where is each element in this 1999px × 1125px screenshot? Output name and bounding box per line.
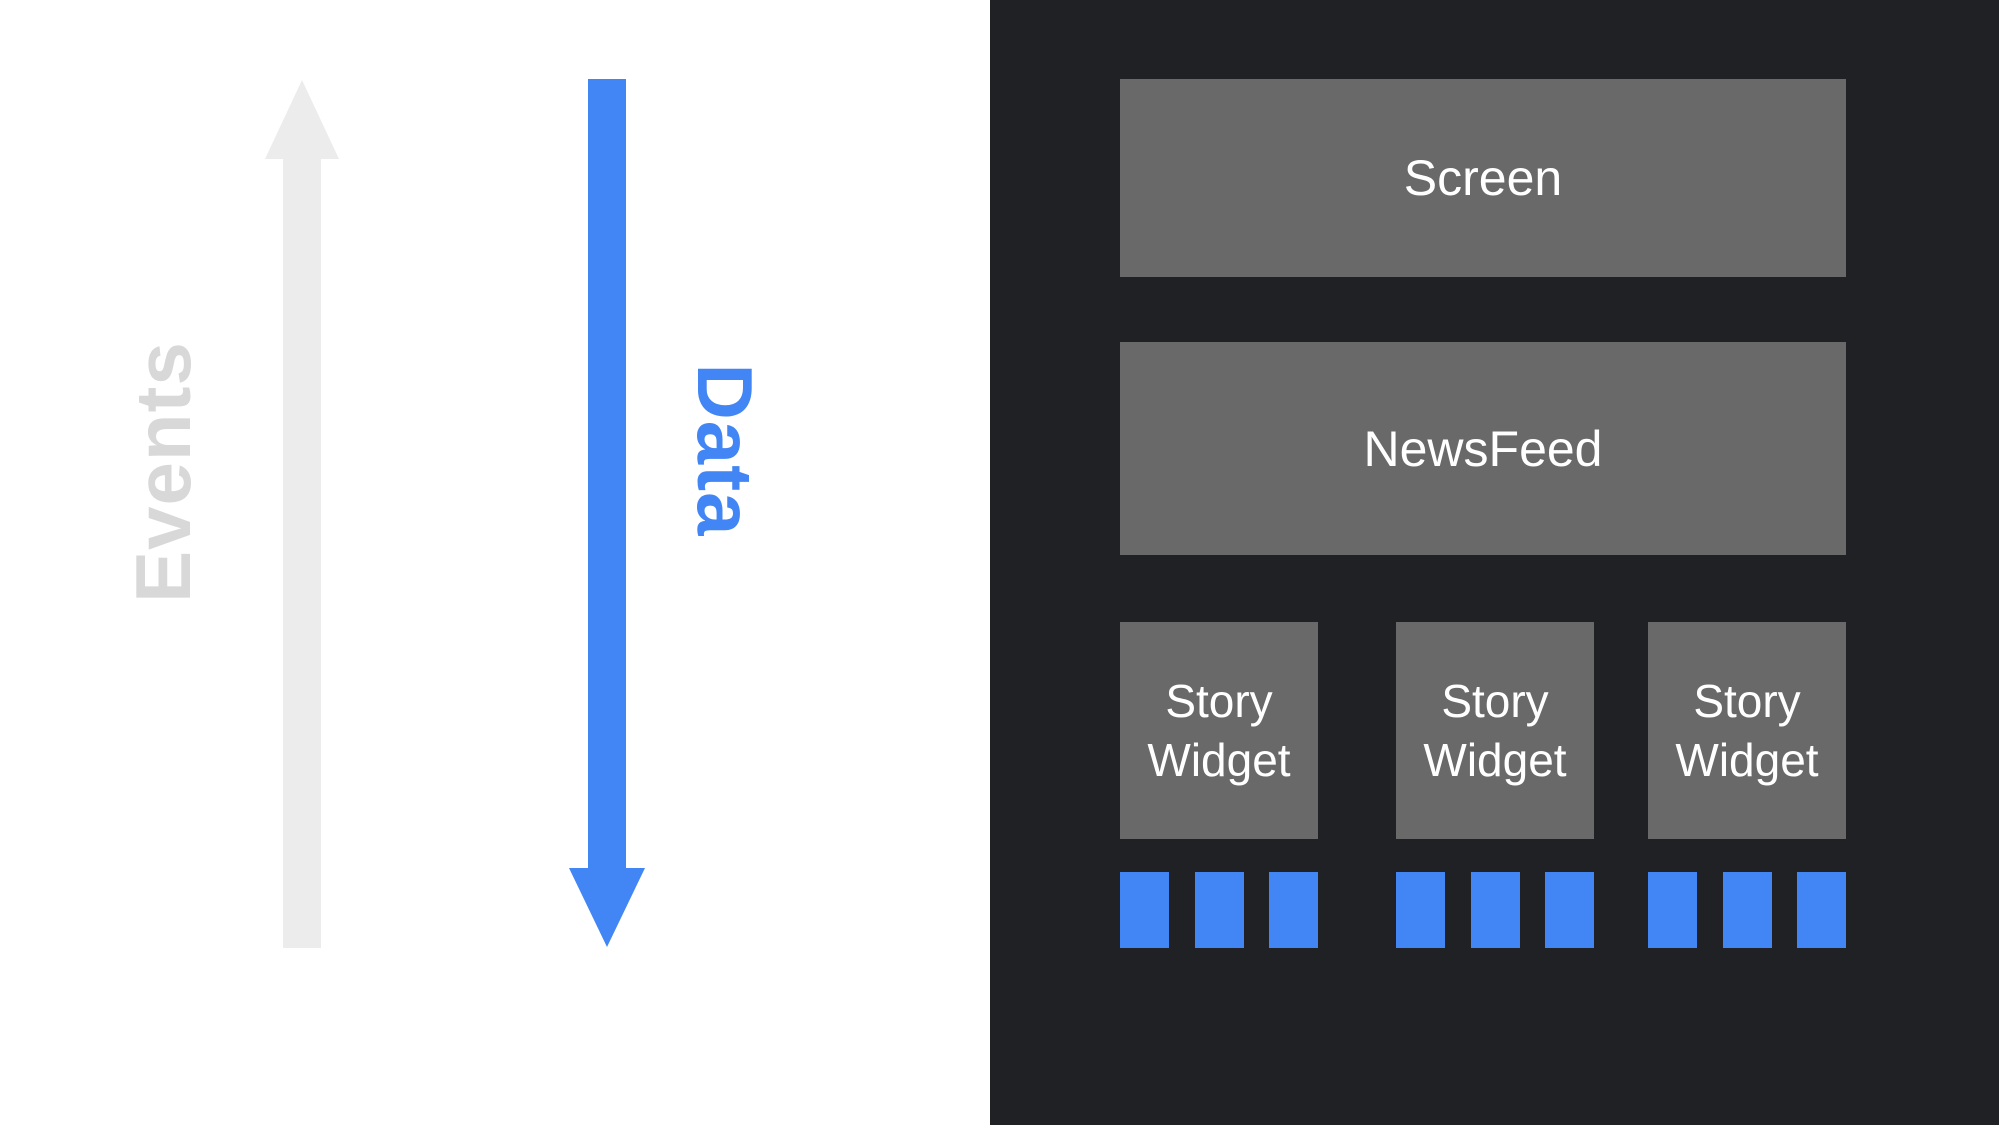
widget-tree-panel: Screen NewsFeed Story Widget Story Widge… <box>990 0 1999 1125</box>
story-widget-label: Story Widget <box>1147 674 1291 786</box>
data-arrow-down-icon <box>569 868 645 947</box>
data-square <box>1396 872 1445 948</box>
data-square <box>1194 872 1244 948</box>
data-square <box>1269 872 1318 948</box>
events-arrow-up-icon <box>265 80 339 159</box>
data-square <box>1470 872 1520 948</box>
data-square-row <box>1120 872 1318 948</box>
data-square-row <box>1396 872 1594 948</box>
data-label: Data <box>681 363 769 537</box>
data-square <box>1120 872 1169 948</box>
data-square-row <box>1648 872 1846 948</box>
screen-widget-box: Screen <box>1120 79 1846 277</box>
screen-widget-label: Screen <box>1403 150 1563 206</box>
events-label: Events <box>119 341 207 603</box>
data-arrow-shaft <box>588 79 626 869</box>
newsfeed-widget-label: NewsFeed <box>1363 420 1603 477</box>
newsfeed-widget-box: NewsFeed <box>1120 342 1846 555</box>
story-widget-box: Story Widget <box>1648 622 1846 839</box>
data-square <box>1722 872 1772 948</box>
story-widget-label: Story Widget <box>1423 674 1567 786</box>
events-arrow-shaft <box>283 158 321 948</box>
flow-pane: Events Data <box>0 0 990 1125</box>
story-widget-box: Story Widget <box>1396 622 1594 839</box>
data-square <box>1797 872 1846 948</box>
story-widget-label: Story Widget <box>1675 674 1819 786</box>
data-square <box>1648 872 1697 948</box>
data-square <box>1545 872 1594 948</box>
story-widget-box: Story Widget <box>1120 622 1318 839</box>
